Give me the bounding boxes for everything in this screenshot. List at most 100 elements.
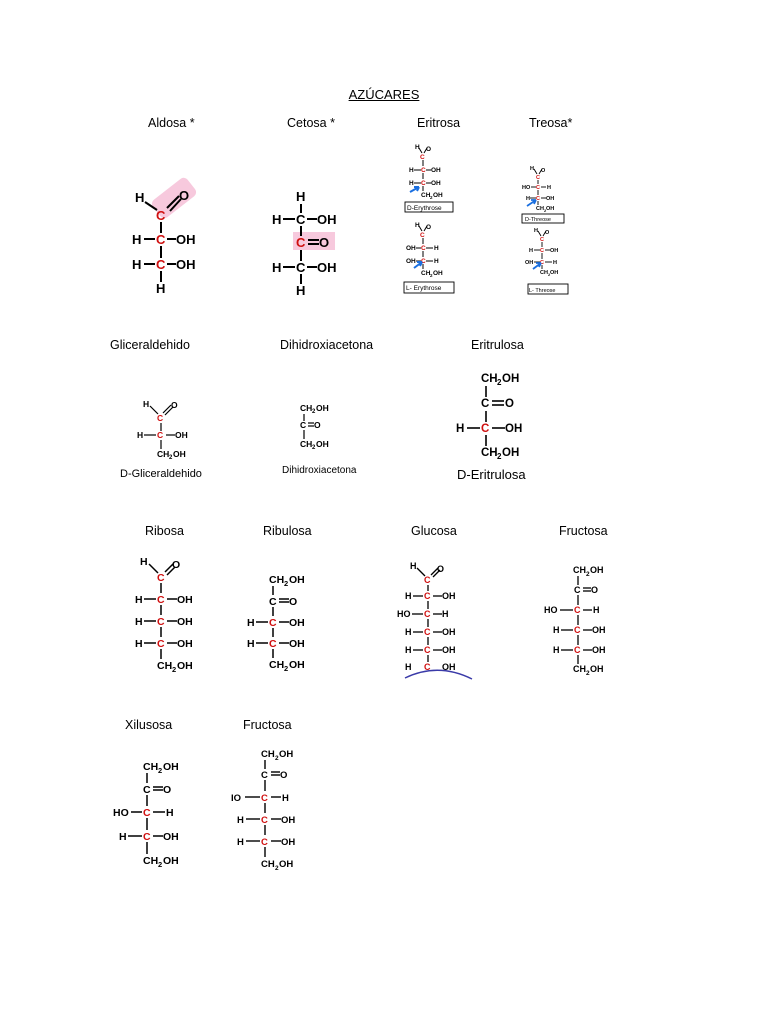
svg-text:C: C bbox=[156, 257, 166, 272]
structure-cetosa: H H C OH C O H C OH H bbox=[272, 189, 337, 298]
label-xilusosa: Xilusosa bbox=[125, 718, 173, 732]
svg-text:C: C bbox=[157, 616, 165, 628]
svg-text:OH: OH bbox=[550, 270, 558, 276]
svg-text:C: C bbox=[296, 235, 306, 250]
svg-text:H: H bbox=[282, 793, 289, 804]
svg-text:C: C bbox=[157, 430, 163, 440]
svg-text:OH: OH bbox=[431, 167, 441, 174]
label-glucosa: Glucosa bbox=[411, 524, 457, 538]
svg-text:C: C bbox=[156, 208, 166, 223]
svg-text:C: C bbox=[420, 232, 425, 239]
label-dihidroxiacetona: Dihidroxiacetona bbox=[280, 338, 374, 352]
svg-text:C: C bbox=[540, 237, 544, 243]
svg-text:OH: OH bbox=[505, 423, 522, 435]
svg-text:OH: OH bbox=[433, 192, 443, 199]
svg-text:OH: OH bbox=[592, 625, 606, 635]
caption-d-threose: D-Threose bbox=[525, 217, 551, 223]
label-ribulosa: Ribulosa bbox=[263, 524, 312, 538]
svg-text:OH: OH bbox=[163, 761, 179, 773]
caption-d-erythrose: D-Erythrose bbox=[407, 205, 442, 212]
svg-text:H: H bbox=[132, 257, 141, 272]
svg-text:OH: OH bbox=[590, 565, 604, 575]
svg-text:OH: OH bbox=[177, 594, 193, 606]
svg-text:HO: HO bbox=[113, 807, 129, 819]
svg-text:H: H bbox=[456, 423, 464, 435]
svg-text:C: C bbox=[536, 196, 540, 202]
svg-text:2: 2 bbox=[497, 378, 502, 387]
svg-text:O: O bbox=[163, 784, 171, 796]
svg-text:OH: OH bbox=[176, 257, 196, 272]
svg-text:OH: OH bbox=[546, 196, 554, 202]
svg-text:CH: CH bbox=[540, 270, 548, 276]
label-aldosa: Aldosa * bbox=[148, 116, 195, 130]
svg-text:H: H bbox=[593, 605, 600, 615]
svg-text:H: H bbox=[526, 196, 530, 202]
svg-text:C: C bbox=[536, 175, 540, 181]
svg-text:CH: CH bbox=[421, 270, 431, 277]
svg-text:H: H bbox=[237, 815, 244, 826]
purple-arc-icon bbox=[404, 669, 473, 680]
caption-l-threose: L- Threose bbox=[529, 288, 556, 294]
svg-text:C: C bbox=[424, 627, 431, 637]
svg-text:C: C bbox=[261, 837, 268, 848]
svg-text:OH: OH bbox=[281, 837, 295, 848]
svg-text:O: O bbox=[172, 559, 180, 571]
label-eritrosa: Eritrosa bbox=[417, 116, 461, 130]
svg-text:CH: CH bbox=[143, 761, 158, 773]
svg-text:OH: OH bbox=[175, 430, 188, 440]
svg-text:OH: OH bbox=[502, 373, 519, 385]
svg-text:OH: OH bbox=[279, 859, 293, 870]
svg-text:H: H bbox=[409, 167, 414, 174]
svg-text:OH: OH bbox=[433, 270, 443, 277]
svg-text:H: H bbox=[135, 616, 143, 628]
svg-text:OH: OH bbox=[431, 180, 441, 187]
svg-text:H: H bbox=[140, 556, 148, 568]
svg-text:H: H bbox=[272, 260, 281, 275]
svg-text:C: C bbox=[143, 831, 151, 843]
caption-dihidroxiacetona: Dihidroxiacetona bbox=[282, 465, 357, 476]
label-eritrulosa: Eritrulosa bbox=[471, 338, 524, 352]
svg-text:H: H bbox=[237, 837, 244, 848]
svg-text:C: C bbox=[424, 645, 431, 655]
svg-text:OH: OH bbox=[176, 232, 196, 247]
svg-text:OH: OH bbox=[525, 260, 533, 266]
svg-text:H: H bbox=[529, 248, 533, 254]
svg-text:C: C bbox=[261, 793, 268, 804]
svg-text:2: 2 bbox=[158, 766, 162, 775]
svg-text:OH: OH bbox=[173, 449, 186, 459]
svg-text:C: C bbox=[157, 572, 165, 584]
svg-text:H: H bbox=[405, 645, 412, 655]
svg-text:CH: CH bbox=[421, 192, 431, 199]
svg-text:C: C bbox=[536, 185, 540, 191]
svg-text:H: H bbox=[135, 594, 143, 606]
svg-text:2: 2 bbox=[275, 865, 279, 872]
svg-text:OH: OH bbox=[592, 645, 606, 655]
svg-text:OH: OH bbox=[281, 815, 295, 826]
blue-arrow-icon bbox=[409, 186, 420, 193]
svg-text:C: C bbox=[261, 770, 268, 781]
svg-text:OH: OH bbox=[546, 206, 554, 212]
svg-text:OH: OH bbox=[316, 439, 329, 449]
svg-text:OH: OH bbox=[177, 660, 193, 672]
svg-text:IO: IO bbox=[231, 793, 241, 804]
svg-text:H: H bbox=[553, 625, 560, 635]
svg-text:OH: OH bbox=[163, 855, 179, 867]
svg-text:H: H bbox=[434, 245, 439, 252]
svg-text:CH: CH bbox=[261, 749, 275, 760]
svg-text:H: H bbox=[553, 260, 557, 266]
svg-text:OH: OH bbox=[317, 260, 337, 275]
svg-text:H: H bbox=[296, 283, 305, 298]
svg-text:H: H bbox=[135, 638, 143, 650]
svg-text:OH: OH bbox=[442, 591, 456, 601]
svg-text:C: C bbox=[421, 258, 426, 265]
svg-text:2: 2 bbox=[312, 445, 316, 451]
svg-text:OH: OH bbox=[502, 447, 519, 459]
svg-text:CH: CH bbox=[269, 659, 284, 671]
svg-text:C: C bbox=[424, 609, 431, 619]
svg-text:OH: OH bbox=[163, 831, 179, 843]
svg-text:C: C bbox=[424, 662, 431, 672]
svg-text:OH: OH bbox=[289, 617, 305, 629]
